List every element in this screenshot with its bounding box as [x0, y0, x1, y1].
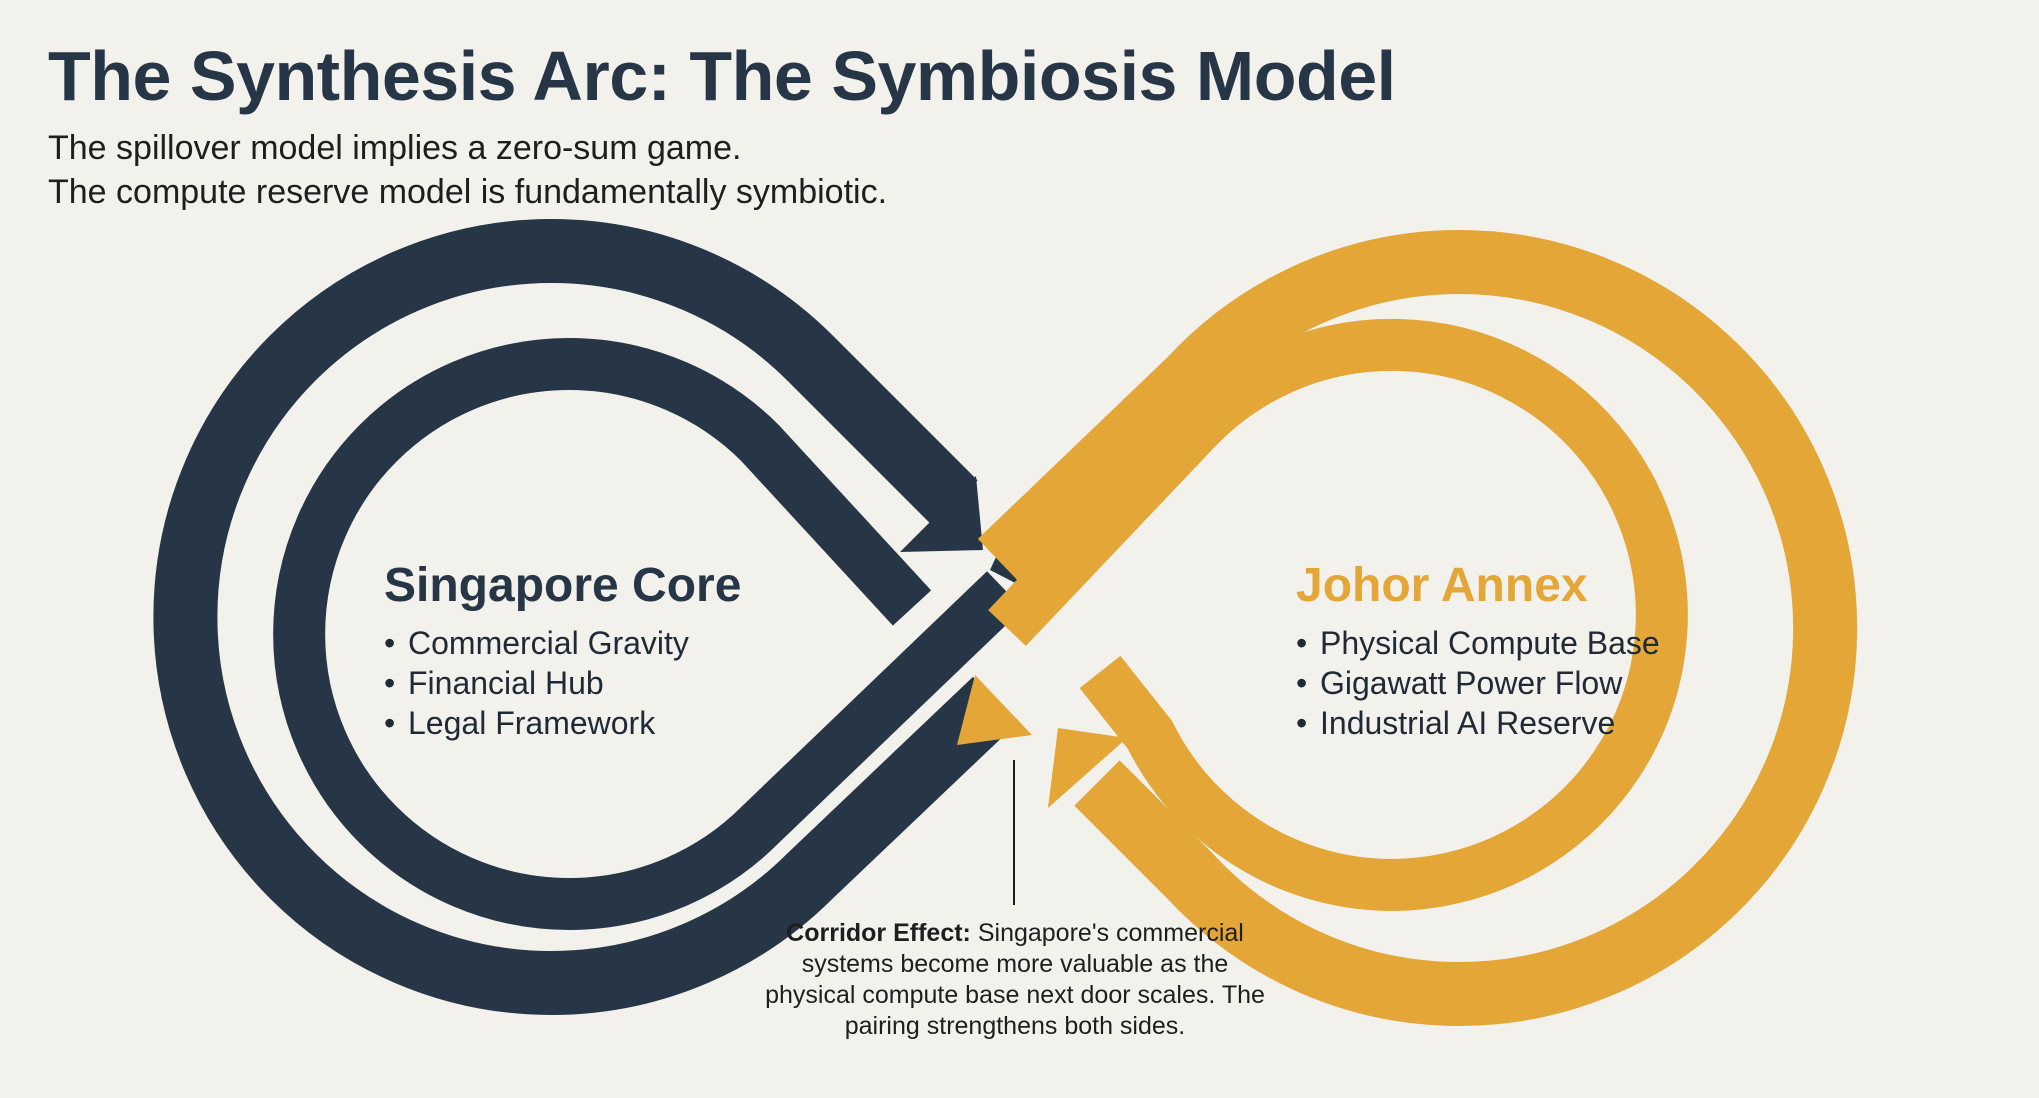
johor-annex-node: Johor Annex • Physical Compute Base • Giga…: [1296, 558, 1660, 743]
johor-inner-arrowhead: [957, 675, 1032, 745]
callout-text: Singapore's commercial systems become mo…: [765, 919, 1265, 1040]
johor-annex-title: Johor Annex: [1296, 559, 1588, 612]
list-item-label: Financial Hub: [408, 665, 604, 701]
bullet-icon: •: [384, 705, 396, 741]
johor-annex-list: • Physical Compute Base • Gigawatt Power F…: [1296, 623, 1660, 743]
bullet-icon: •: [1296, 705, 1308, 741]
list-item-label: Commercial Gravity: [408, 625, 689, 661]
singapore-outer-arrowhead: [900, 476, 983, 552]
bullet-icon: •: [384, 625, 396, 661]
singapore-core-list: • Commercial Gravity • Financial Hub • Lega…: [384, 623, 741, 743]
singapore-core-node: Singapore Core • Commercial Gravity • Fina…: [384, 558, 741, 743]
list-item-label: Physical Compute Base: [1320, 625, 1660, 661]
subtitle: The spillover model implies a zero-sum g…: [48, 126, 887, 214]
subtitle-line-2: The compute reserve model is fundamental…: [48, 173, 888, 211]
list-item-label: Gigawatt Power Flow: [1320, 665, 1623, 701]
list-item: • Gigawatt Power Flow: [1296, 663, 1660, 703]
bullet-icon: •: [1296, 625, 1308, 661]
list-item: • Commercial Gravity: [384, 623, 741, 663]
subtitle-line-1: The spillover model implies a zero-sum g…: [48, 129, 742, 167]
list-item: • Industrial AI Reserve: [1296, 703, 1660, 743]
singapore-core-title: Singapore Core: [384, 559, 742, 612]
johor-inner-loop: [988, 318, 1688, 911]
callout-label: Corridor Effect:: [786, 919, 971, 947]
list-item: • Legal Framework: [384, 703, 741, 743]
singapore-outer-loop: [153, 219, 1018, 1015]
list-item: • Physical Compute Base: [1296, 623, 1660, 663]
list-item: • Financial Hub: [384, 663, 741, 703]
corridor-effect-callout: Corridor Effect: Singapore's commercial …: [760, 918, 1270, 1042]
list-item-label: Legal Framework: [408, 705, 656, 741]
page-title: The Synthesis Arc: The Symbiosis Model: [48, 37, 1396, 115]
bullet-icon: •: [384, 665, 396, 701]
singapore-inner-loop: [273, 338, 1023, 930]
bullet-icon: •: [1296, 665, 1308, 701]
list-item-label: Industrial AI Reserve: [1320, 705, 1616, 741]
johor-outer-loop: [977, 230, 1858, 1026]
johor-outer-arrowhead: [1048, 728, 1127, 808]
